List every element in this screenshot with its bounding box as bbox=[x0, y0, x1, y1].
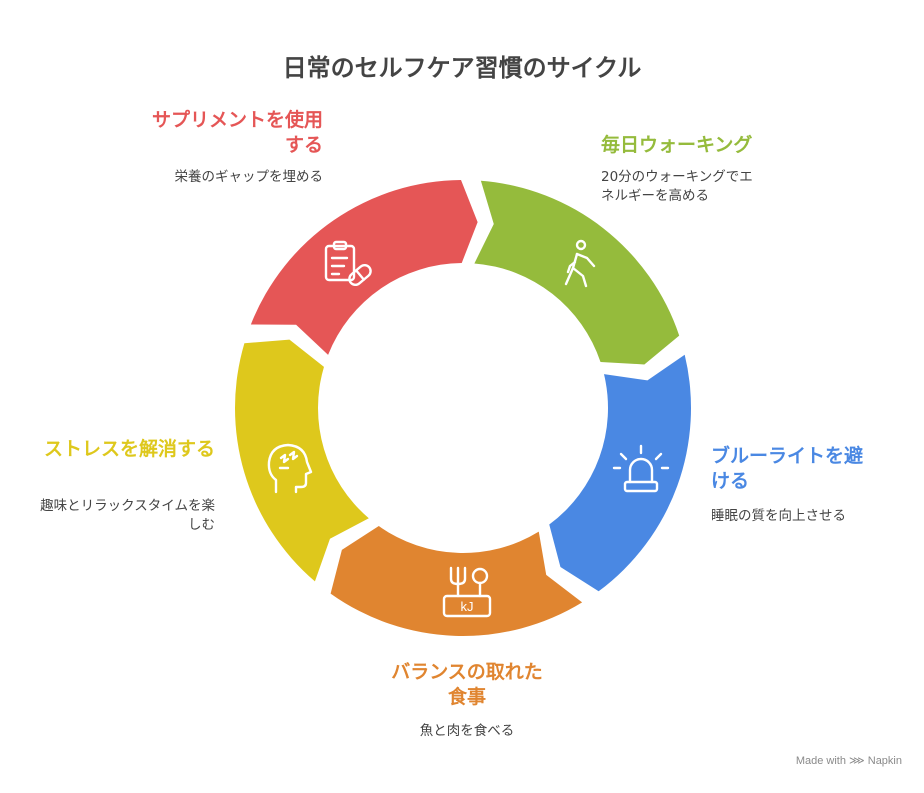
clipboard-pill-icon bbox=[324, 240, 372, 287]
step-desc-meal: 魚と肉を食べる bbox=[419, 723, 515, 739]
ring-segment-bluelight bbox=[549, 354, 691, 592]
ring-segment-meal bbox=[330, 526, 583, 637]
walking-person-icon bbox=[564, 239, 596, 288]
napkin-logo-icon: ⋙ bbox=[849, 755, 865, 767]
napkin-branding: Made with ⋙ Napkin bbox=[796, 754, 902, 767]
cycle-ring bbox=[234, 180, 691, 637]
alarm-light-icon bbox=[612, 444, 670, 493]
step-label-walking: 毎日ウォーキング bbox=[601, 134, 753, 156]
ring-segment-stress bbox=[234, 339, 369, 582]
step-label-meal: バランスの取れた食事 bbox=[391, 661, 543, 708]
step-label-stress: ストレスを解消する bbox=[43, 438, 215, 460]
branding-prefix: Made with bbox=[795, 755, 846, 767]
step-label-supplements: サプリメントを使用する bbox=[151, 109, 323, 156]
page-title: 日常のセルフケア習慣のサイクル bbox=[282, 54, 642, 82]
step-desc-walking: 20分のウォーキングでエネルギーを高める bbox=[601, 169, 753, 204]
fork-spoon-kj-icon: kJ bbox=[442, 566, 492, 618]
ring-segment-supplements bbox=[250, 180, 478, 355]
head-stress-icon bbox=[267, 443, 313, 494]
step-desc-bluelight: 睡眠の質を向上させる bbox=[711, 508, 846, 524]
step-label-bluelight: ブルーライトを避ける bbox=[711, 445, 864, 492]
branding-name: Napkin bbox=[867, 755, 902, 767]
svg-text:kJ: kJ bbox=[461, 599, 474, 614]
ring-segment-walking bbox=[474, 180, 680, 365]
icon-layer: kJ bbox=[267, 239, 670, 618]
step-desc-stress: 趣味とリラックスタイムを楽しむ bbox=[40, 498, 215, 533]
step-desc-supplements: 栄養のギャップを埋める bbox=[174, 169, 324, 185]
